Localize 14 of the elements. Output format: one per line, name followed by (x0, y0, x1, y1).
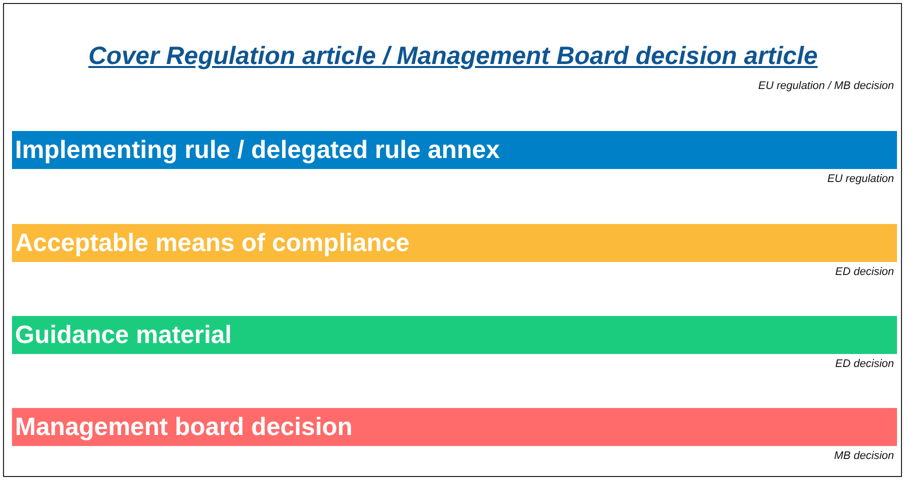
color-band (12, 316, 897, 354)
source-note: ED decision (835, 266, 894, 278)
band-title: Management board decision (15, 413, 353, 441)
band-title: Guidance material (15, 321, 232, 349)
source-note: ED decision (835, 358, 894, 370)
color-band (12, 224, 897, 262)
source-note: EU regulation (827, 173, 894, 185)
diagram-title: Cover Regulation article / Management Board decision article (88, 42, 818, 70)
band-title: Acceptable means of compliance (15, 229, 410, 257)
band-title: Implementing rule / delegated rule annex (15, 136, 500, 164)
source-note: MB decision (834, 450, 894, 462)
color-band (12, 131, 897, 169)
source-note: EU regulation / MB decision (758, 80, 894, 92)
color-band (12, 408, 897, 446)
